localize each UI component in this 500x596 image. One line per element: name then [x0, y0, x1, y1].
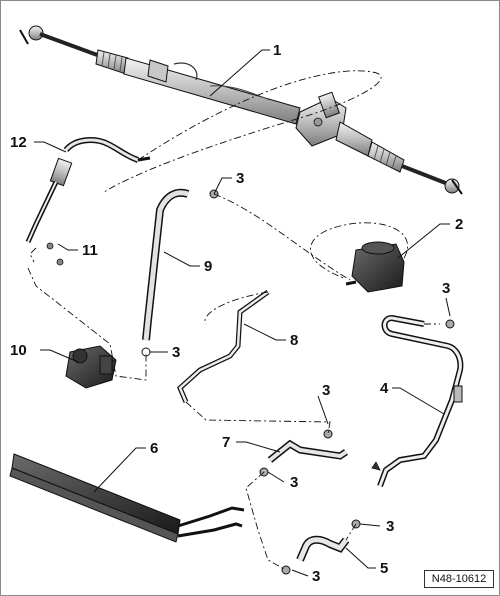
steering-rack [19, 25, 463, 195]
return-line-8 [176, 289, 270, 403]
callout-3-d: 3 [322, 382, 330, 399]
callout-10: 10 [10, 342, 27, 359]
callout-3-c: 3 [172, 344, 180, 361]
callout-3-e: 3 [290, 474, 298, 491]
callout-5: 5 [380, 560, 388, 577]
callout-1: 1 [273, 42, 281, 59]
callout-leaders [34, 49, 451, 577]
hose-5 [296, 535, 350, 562]
callout-4: 4 [380, 380, 389, 397]
callout-3-f: 3 [386, 518, 394, 535]
callout-6: 6 [150, 440, 158, 457]
callout-11: 11 [82, 242, 98, 259]
nuts-11 [46, 242, 64, 266]
fluid-cooler-6 [9, 453, 245, 543]
fluid-reservoir [345, 241, 405, 293]
callout-2: 2 [455, 216, 463, 233]
reference-code: N48-10612 [424, 570, 494, 588]
callout-9: 9 [204, 258, 212, 275]
assembly-dashed-lines [27, 70, 440, 571]
callout-8: 8 [290, 332, 298, 349]
return-hose-9 [142, 188, 190, 341]
washers-3 [141, 189, 455, 575]
pipe-7 [267, 439, 348, 463]
callout-3-a: 3 [236, 170, 244, 187]
pressure-hose-12 [25, 137, 151, 244]
callout-7: 7 [222, 434, 230, 451]
power-steering-pump [65, 345, 117, 389]
callout-3-g: 3 [312, 568, 320, 585]
pressure-pipe-4 [371, 314, 464, 488]
callout-12: 12 [10, 134, 27, 151]
callout-3-b: 3 [442, 280, 450, 297]
